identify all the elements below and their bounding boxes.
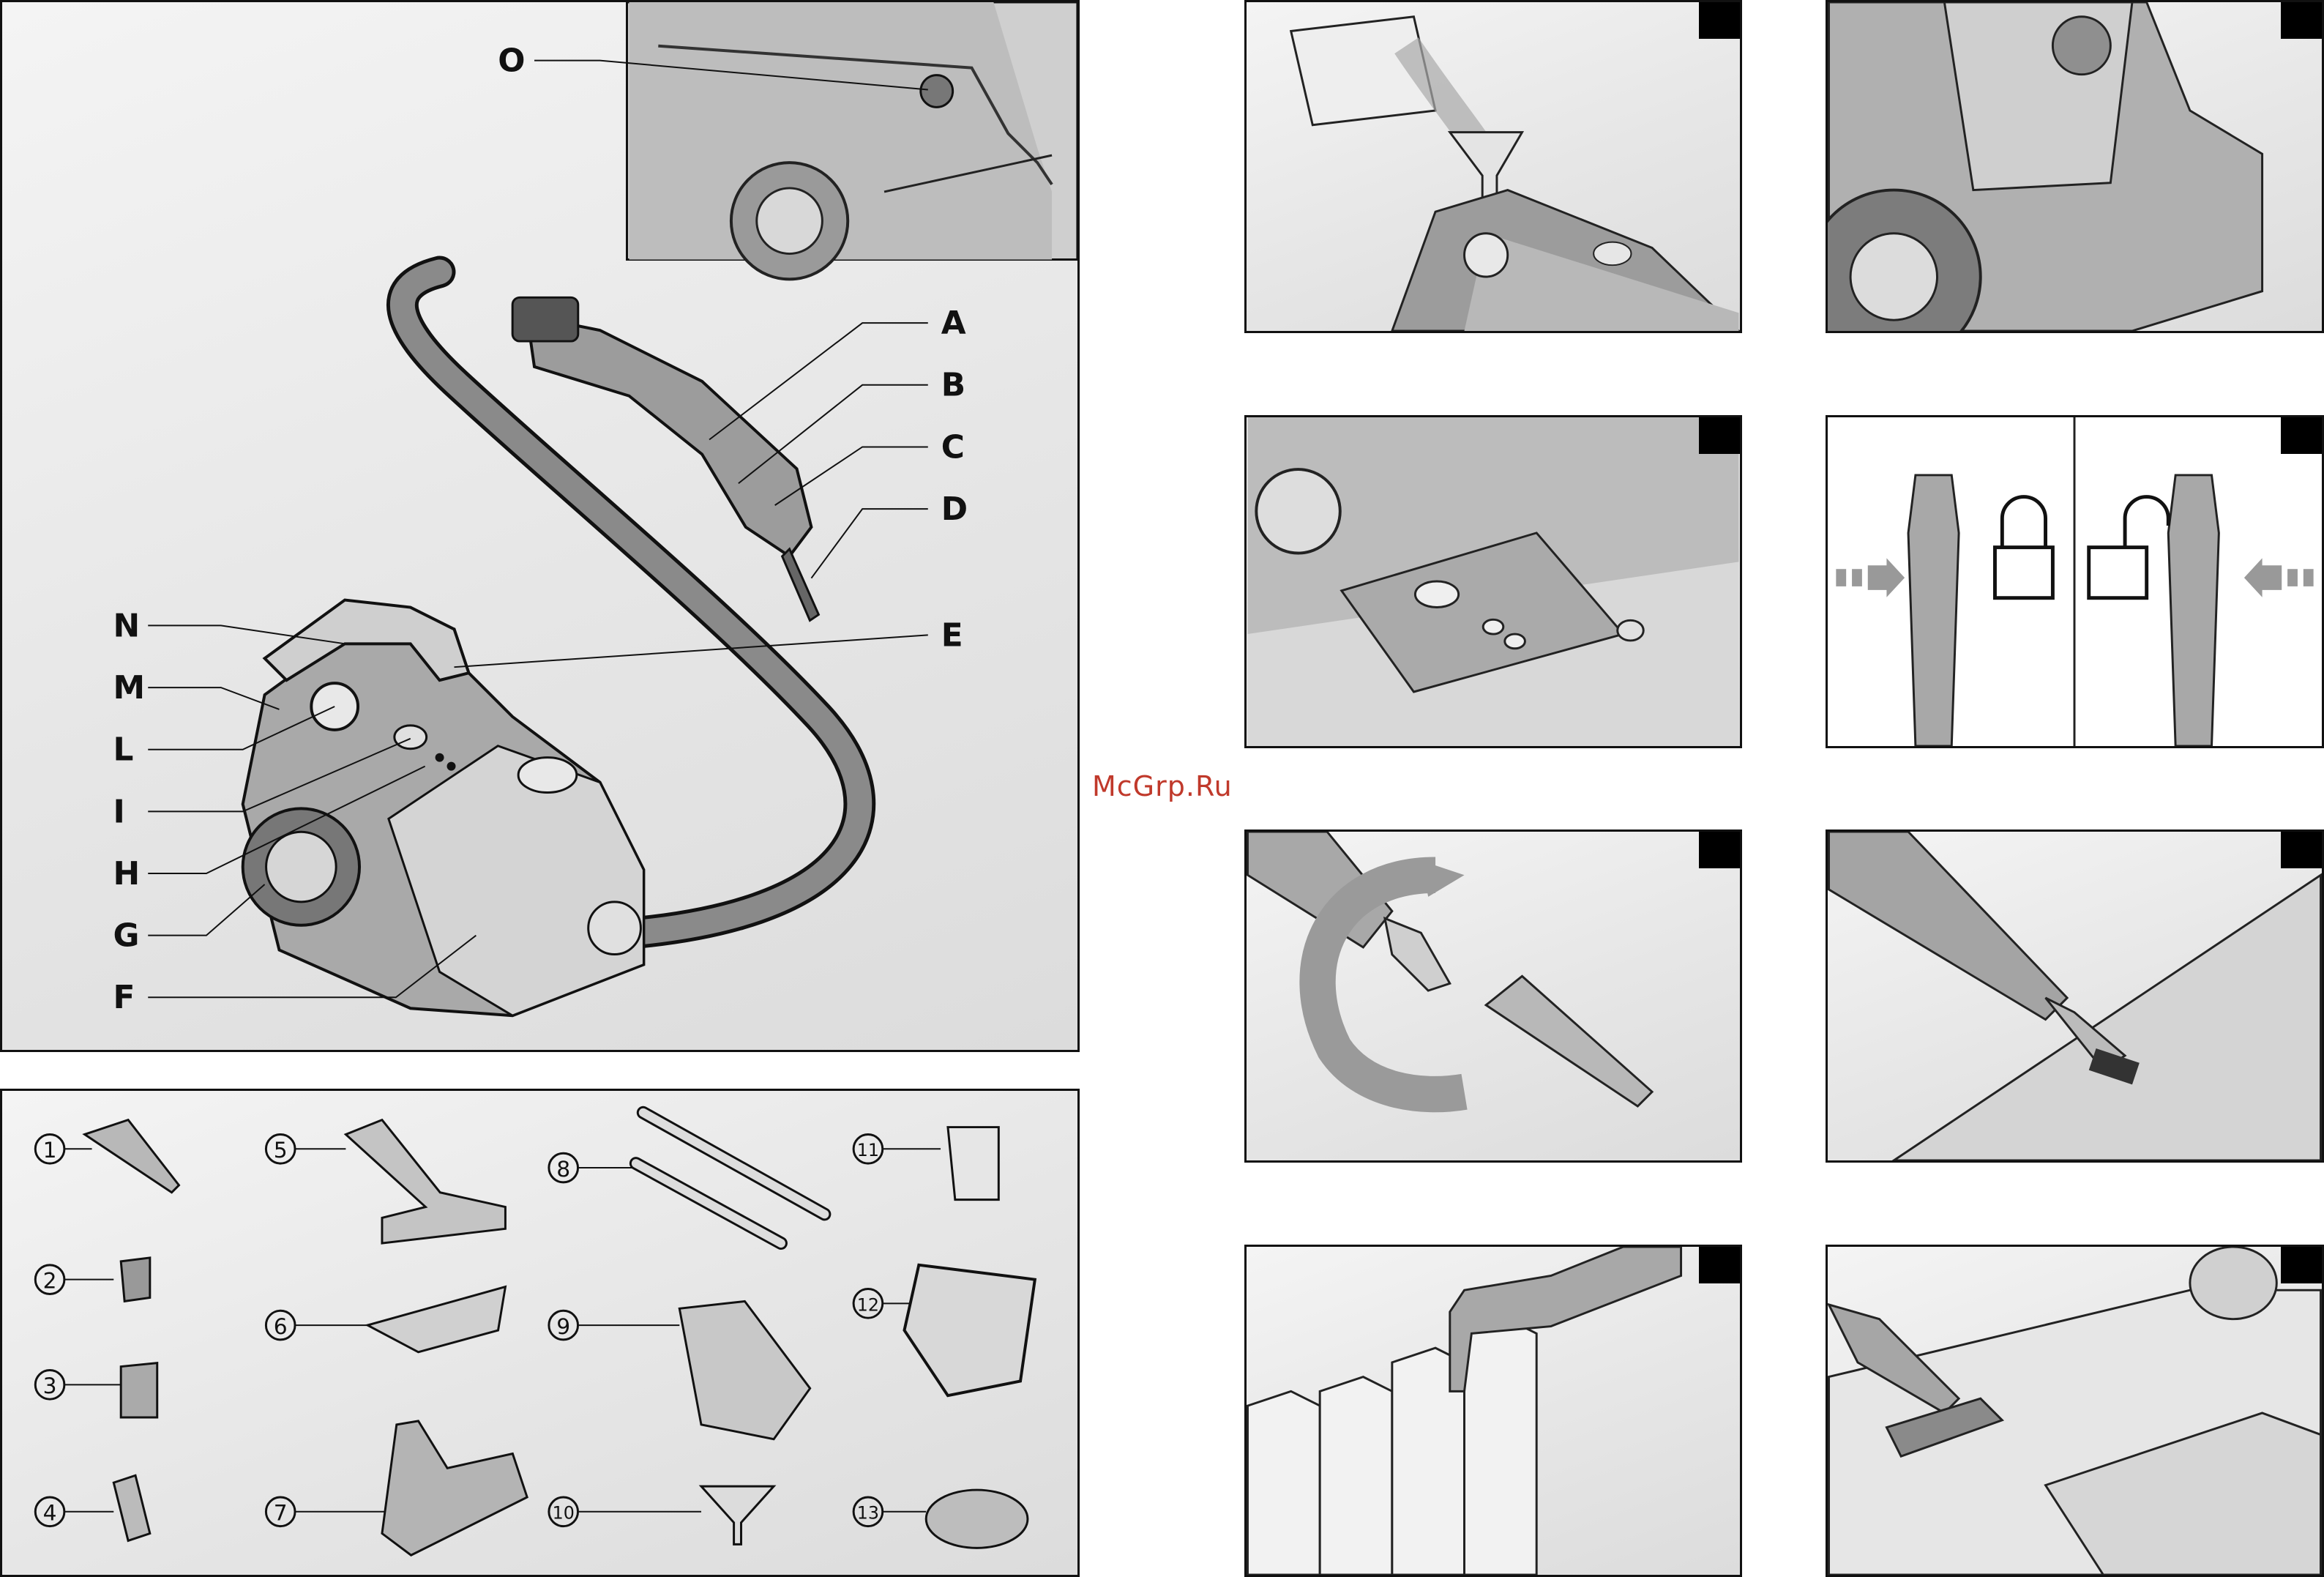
number-12: 12 <box>857 1294 879 1315</box>
figure-marker <box>2281 2 2322 39</box>
figure-fill-water <box>1244 0 1742 333</box>
steam-regulator <box>395 726 427 749</box>
accessory-7-floor-tool <box>382 1421 527 1555</box>
number-2: 2 <box>43 1269 57 1294</box>
number-10: 10 <box>553 1503 575 1524</box>
parts-diagram-panel: A B C D E F G H I L M N O <box>0 0 1080 1052</box>
figure-radiator <box>1244 1245 1742 1577</box>
lock-unlock-icon <box>1828 417 2322 746</box>
accessory-6-cloth-cover <box>367 1287 505 1352</box>
arrow-push-left <box>2244 558 2314 597</box>
attach-nozzle-rotate-icon <box>1247 832 1740 1160</box>
number-3: 3 <box>43 1373 57 1399</box>
cap-closeup-icon <box>1828 2 2322 331</box>
padlock-open-icon <box>2089 497 2169 598</box>
label-g: G <box>113 917 139 955</box>
steam-gun <box>527 316 811 556</box>
control-panel-closeup-icon <box>1247 417 1740 746</box>
figure-brush-surface <box>1826 829 2324 1163</box>
label-m: M <box>113 669 145 707</box>
accessory-5-window-tool <box>345 1120 505 1243</box>
figure-marker <box>1699 417 1740 454</box>
accessory-1-cone-nozzle <box>85 1120 179 1193</box>
figure-upholstery <box>1826 1245 2324 1577</box>
gun-handle-left <box>1908 475 1959 746</box>
pour-water-funnel-icon <box>1247 2 1740 331</box>
accessory-12-cloth <box>904 1265 1034 1395</box>
figure-cap-closeup <box>1826 0 2324 333</box>
figure-lock-unlock <box>1826 415 2324 748</box>
figure-control-panel <box>1244 415 1742 748</box>
label-f: F <box>113 979 135 1016</box>
label-a: A <box>941 305 966 342</box>
upholstery-cleaning-icon <box>1828 1247 2322 1575</box>
label-o: O <box>498 42 525 80</box>
accessory-3-round-brush <box>121 1363 157 1417</box>
number-1: 1 <box>43 1138 57 1163</box>
label-n: N <box>113 607 140 644</box>
accessories-panel: 1 2 3 4 5 6 7 8 9 10 11 12 13 <box>0 1089 1080 1577</box>
label-c: C <box>941 428 965 466</box>
figure-attach-nozzle <box>1244 829 1742 1163</box>
number-6: 6 <box>274 1314 288 1340</box>
label-b: B <box>941 367 965 404</box>
accessory-holder <box>518 758 577 793</box>
number-5: 5 <box>274 1138 288 1163</box>
accessory-2-small-brush <box>121 1258 150 1301</box>
number-11: 11 <box>857 1140 879 1160</box>
label-d: D <box>941 491 968 528</box>
nozzle-tip <box>782 549 819 621</box>
number-7: 7 <box>274 1501 288 1526</box>
safety-cap-o <box>921 75 953 108</box>
number-13: 13 <box>857 1503 879 1524</box>
label-e: E <box>941 616 963 654</box>
figure-marker <box>1699 2 1740 39</box>
label-l: L <box>113 731 133 769</box>
figure-marker <box>2281 1247 2322 1283</box>
figure-marker <box>1699 832 1740 868</box>
radiator-cleaning-icon <box>1247 1247 1740 1575</box>
number-4: 4 <box>43 1501 57 1526</box>
padlock-closed-icon <box>1995 497 2052 598</box>
brush-surface-icon <box>1828 832 2322 1160</box>
accessory-13-sponge <box>926 1490 1028 1548</box>
hose-socket <box>589 902 641 955</box>
gun-handle-right <box>2168 475 2219 746</box>
arrow-push-right <box>1836 558 1905 597</box>
indicator-light-2 <box>447 762 456 771</box>
figure-marker <box>2281 417 2322 454</box>
watermark-text: McGrp.Ru <box>1092 770 1233 802</box>
number-8: 8 <box>556 1157 570 1182</box>
label-i: I <box>113 793 124 830</box>
indicator-light-1 <box>436 753 444 762</box>
accessories-illustration: 1 2 3 4 5 6 7 8 9 10 11 12 13 <box>2 1091 1077 1575</box>
figure-marker <box>1699 1247 1740 1283</box>
accessory-11-measuring-cup <box>948 1127 998 1200</box>
accessory-4-angled-nozzle <box>113 1475 150 1540</box>
label-h: H <box>113 855 140 892</box>
figure-marker <box>2281 832 2322 868</box>
number-9: 9 <box>556 1314 570 1340</box>
accessory-9-sleeve <box>679 1301 810 1439</box>
steam-cleaner-illustration: A B C D E F G H I L M N O <box>2 2 1077 1050</box>
accessory-10-funnel <box>701 1486 774 1544</box>
